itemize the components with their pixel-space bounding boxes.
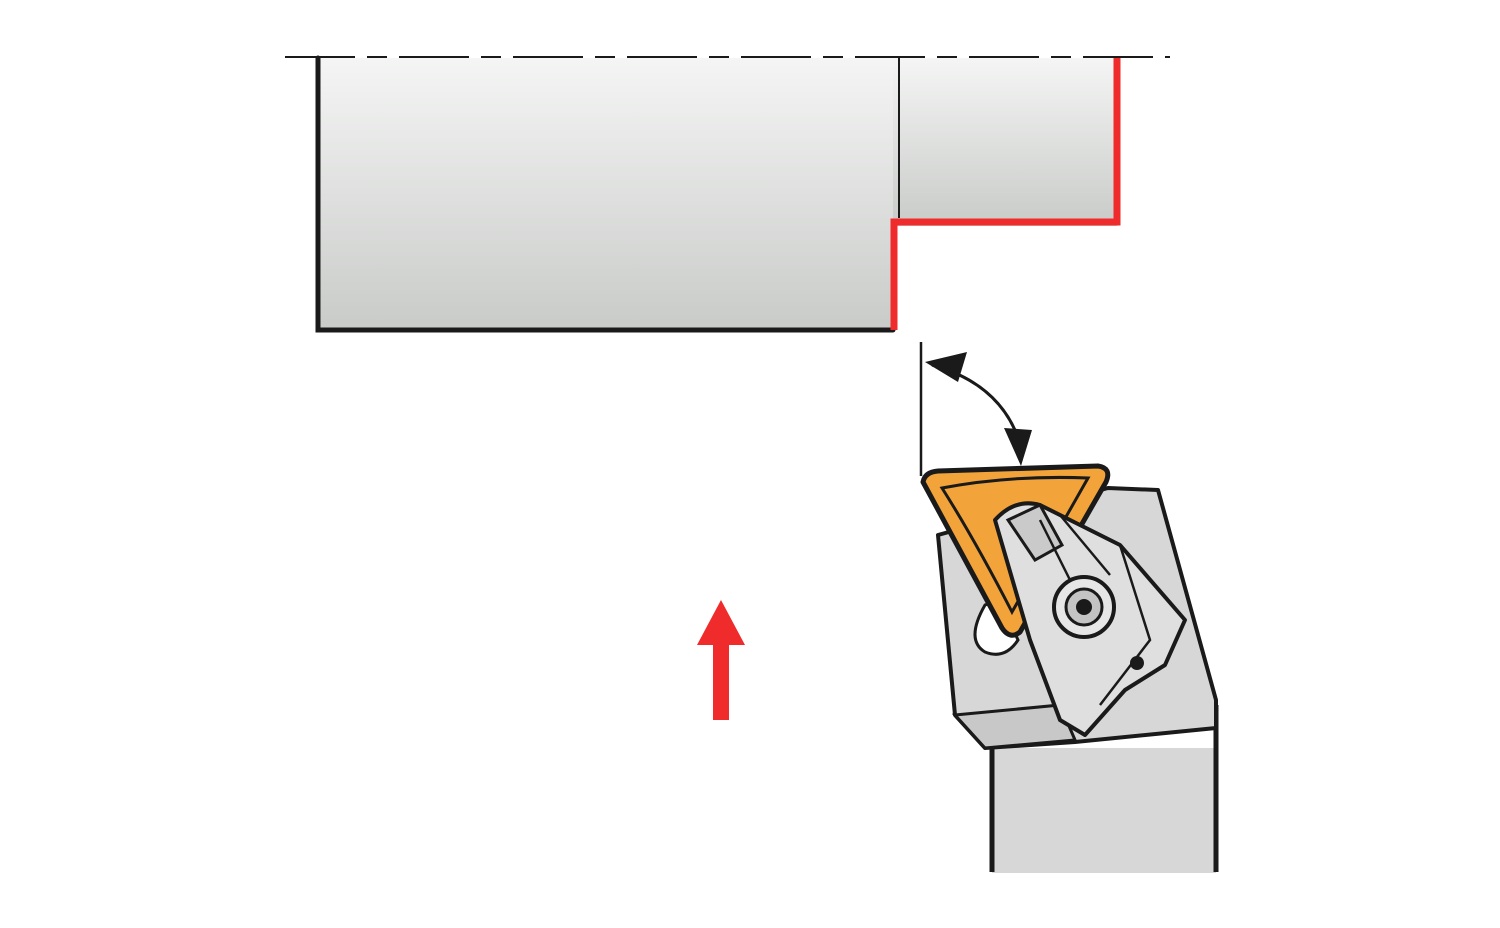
workpiece-step <box>893 58 1117 226</box>
clamp <box>993 501 1187 737</box>
angle-arrowhead-upper <box>925 352 967 382</box>
angle-arrowhead-lower <box>1004 428 1032 466</box>
workpiece <box>315 55 1117 333</box>
clamp-ridge <box>1038 514 1152 706</box>
holder-pocket-relief <box>973 598 1020 656</box>
workpiece-outline <box>315 55 896 333</box>
feed-direction-arrow <box>697 600 745 720</box>
feed-arrow-head <box>697 600 745 645</box>
holder-head-lower-bevel <box>951 703 1078 750</box>
workpiece-body <box>318 58 893 330</box>
clamp-finger <box>1005 503 1065 562</box>
entering-angle-indicator <box>919 342 1032 476</box>
clamp-pin <box>1130 656 1144 670</box>
torx-socket-icon <box>1076 599 1092 615</box>
machined-profile <box>890 58 1121 330</box>
feed-arrow-shaft <box>713 642 729 720</box>
holder-shank <box>992 748 1216 873</box>
holder-shank-outline <box>989 705 1219 872</box>
insert-chipbreaker <box>939 475 1091 616</box>
